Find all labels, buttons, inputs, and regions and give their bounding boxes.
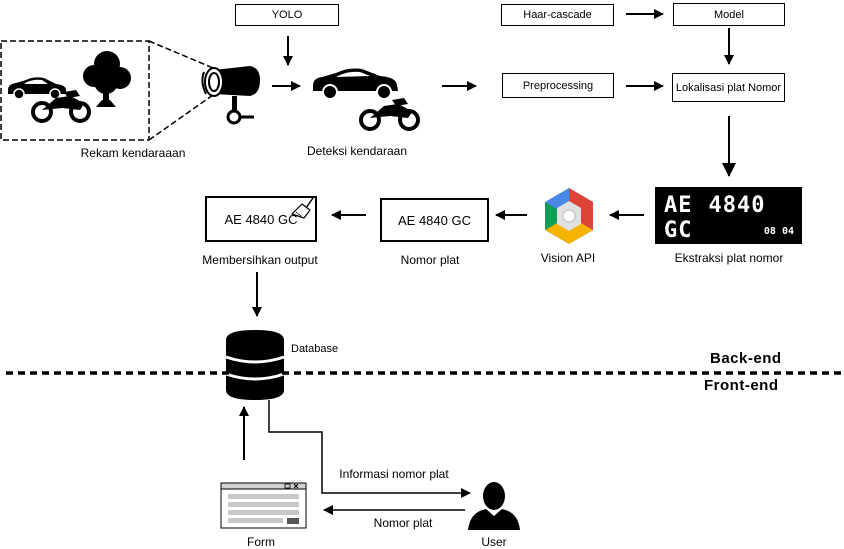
car-icon [313,68,398,100]
vision-api-icon [545,188,593,244]
database-icon [225,330,285,400]
recording-scene [0,40,214,141]
form-label: Form [247,535,275,549]
rekam-label: Rekam kendaraaan [80,146,186,160]
motorcycle-icon [359,98,420,131]
camera-icon [201,66,260,125]
ekstraksi-label: Ekstraksi plat nomor [674,251,784,265]
nomor-plat-return-label: Nomor plat [373,516,433,530]
deteksi-label: Deteksi kendaraan [306,144,408,158]
preprocessing-box: Preprocessing [502,73,614,98]
membersihkan-label: Membersihkan output [202,253,318,267]
front-end-label: Front-end [704,377,779,394]
cleaned-output-box: AE 4840 GC [205,196,317,242]
model-box: Model [673,3,785,26]
form-window-icon[interactable] [220,482,307,529]
user-icon [468,482,520,530]
yolo-box: YOLO [235,4,339,26]
database-label: Database [291,343,339,355]
broom-icon [290,197,314,219]
haar-cascade-box: Haar-cascade [501,4,614,26]
user-label: User [481,535,507,549]
motorcycle-icon [31,90,91,123]
back-end-label: Back-end [710,350,782,367]
tree-icon [83,51,131,107]
lokalisasi-box: Lokalisasi plat Nomor [672,73,785,102]
nomor-plat-label: Nomor plat [400,253,460,267]
vision-api-label: Vision API [540,251,596,265]
car-icon [8,77,66,100]
informasi-label: Informasi nomor plat [339,467,449,481]
nomor-plat-box: AE 4840 GC [380,198,489,242]
